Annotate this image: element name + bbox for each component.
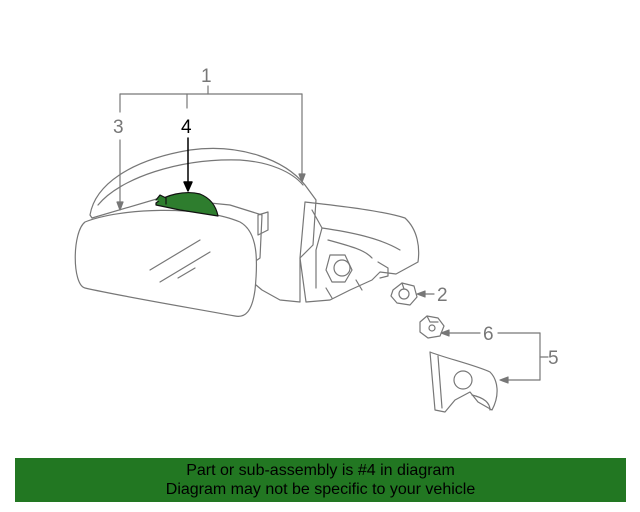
mirror-base [299, 201, 420, 303]
parts-diagram: 1 3 4 2 6 5 [74, 66, 559, 413]
callout-3: 3 [113, 117, 124, 138]
part-5-lamp-housing [429, 351, 498, 413]
banner-line-1: Part or sub-assembly is #4 in diagram [186, 462, 455, 479]
callout-arrowheads [116, 173, 509, 384]
callout-1: 1 [201, 66, 212, 87]
info-banner: Part or sub-assembly is #4 in diagram Di… [15, 458, 626, 502]
part-2-nut [390, 282, 418, 306]
part-4-highlighted [155, 191, 219, 217]
callout-5: 5 [548, 348, 559, 369]
callout-leaders [119, 85, 549, 381]
mirror-glass [74, 209, 258, 317]
banner-line-2: Diagram may not be specific to your vehi… [165, 481, 476, 498]
part-4-leader [183, 137, 193, 192]
part-6-socket [419, 315, 445, 339]
callout-2: 2 [437, 285, 448, 306]
callout-4: 4 [181, 117, 192, 138]
callout-6: 6 [483, 324, 494, 345]
